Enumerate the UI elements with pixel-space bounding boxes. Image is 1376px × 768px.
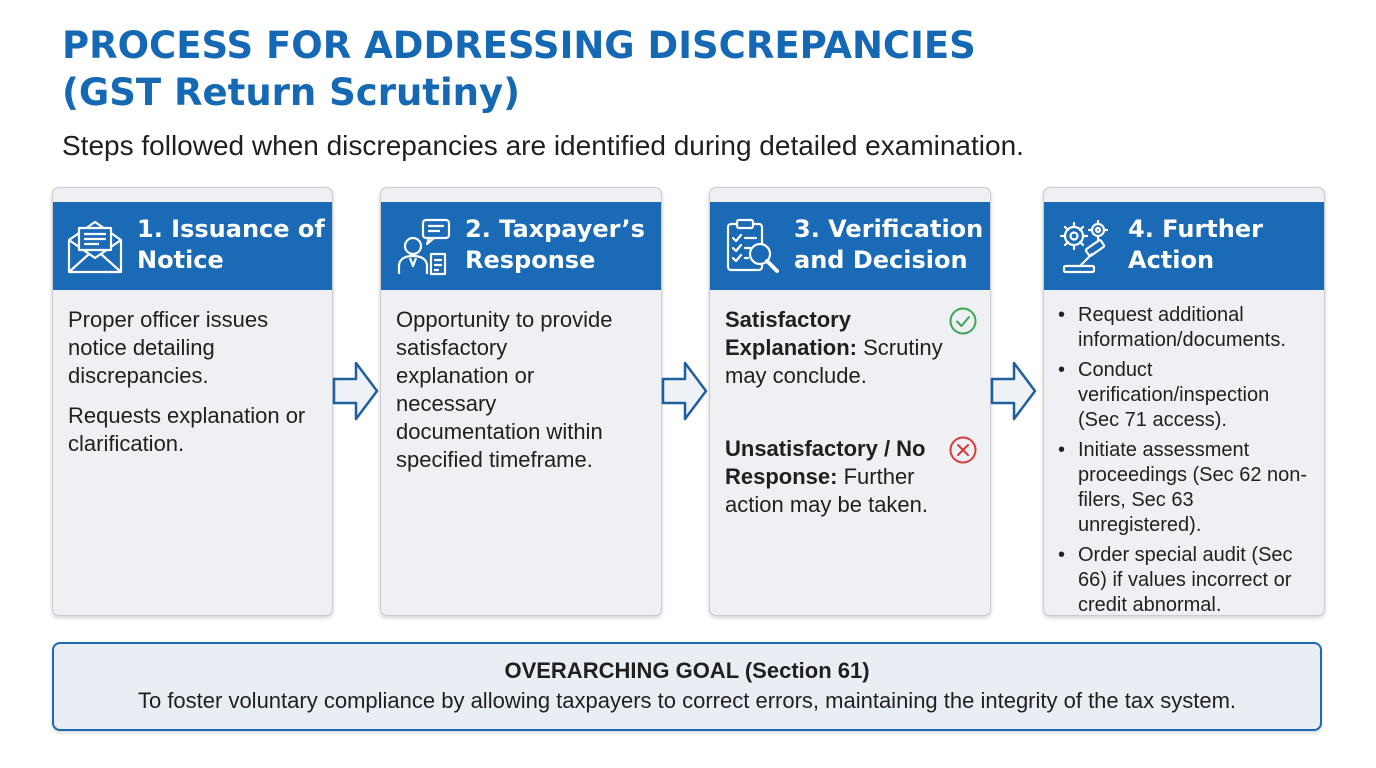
step-title-line: 2. Taxpayer’s bbox=[465, 215, 645, 243]
step-card-header: 2. Taxpayer’s Response bbox=[381, 202, 661, 290]
person-speech-bubble-icon bbox=[397, 218, 451, 276]
text-line: verification/inspection bbox=[1078, 384, 1270, 406]
step-paragraph: Requests explanation or clarification. bbox=[68, 402, 320, 458]
step-title-line: Response bbox=[465, 246, 596, 274]
page-title-line: (GST Return Scrutiny) bbox=[62, 71, 521, 114]
outcome-satisfactory: Satisfactory Explanation: Scrutiny may c… bbox=[725, 306, 978, 390]
text-line: filers, Sec 63 unregistered). bbox=[1078, 489, 1202, 536]
step-card-taxpayer-response: 2. Taxpayer’s Response Opportunity to pr… bbox=[380, 187, 662, 616]
text-line: notice detailing bbox=[68, 335, 215, 360]
outcome-label: Response: bbox=[725, 464, 838, 489]
step-card-further-action: 4. Further Action Request additional inf… bbox=[1043, 187, 1325, 616]
step-title: 3. Verification and Decision bbox=[794, 214, 984, 276]
clipboard-magnifier-icon bbox=[726, 218, 779, 273]
step-body: Proper officer issues notice detailing d… bbox=[68, 306, 320, 470]
step-title: 2. Taxpayer’s Response bbox=[465, 214, 655, 276]
step-body: Opportunity to provide satisfactory expl… bbox=[396, 306, 649, 486]
step-card-header: 1. Issuance of Notice bbox=[53, 202, 332, 290]
overarching-goal-box: OVERARCHING GOAL (Section 61) To foster … bbox=[52, 642, 1322, 731]
text-line: explanation or bbox=[396, 363, 535, 388]
text-line: Order special audit (Sec bbox=[1078, 544, 1293, 566]
text-line: information/documents. bbox=[1078, 329, 1286, 351]
x-circle-icon bbox=[949, 436, 977, 464]
step-title-line: Notice bbox=[137, 246, 224, 274]
outcome-unsatisfactory: Unsatisfactory / No Response: Further ac… bbox=[725, 435, 978, 519]
text-line: Initiate assessment bbox=[1078, 439, 1250, 461]
text-line: Conduct bbox=[1078, 359, 1153, 381]
text-line: Requests explanation or bbox=[68, 403, 306, 428]
text-line: Satisfactory bbox=[725, 306, 978, 334]
list-item: Conduct verification/inspection (Sec 71 … bbox=[1052, 358, 1320, 433]
outcome-text: Scrutiny bbox=[857, 335, 943, 360]
text-line: proceedings (Sec 62 non- bbox=[1078, 464, 1308, 486]
outcome-text: Further bbox=[837, 464, 915, 489]
goal-text: To foster voluntary compliance by allowi… bbox=[137, 688, 1237, 713]
text-line: Request additional bbox=[1078, 304, 1244, 326]
list-item: Order special audit (Sec 66) if values i… bbox=[1052, 543, 1320, 616]
step-title: 1. Issuance of Notice bbox=[137, 214, 327, 276]
text-line: Unsatisfactory / No bbox=[725, 435, 978, 463]
arrow-right-icon bbox=[661, 361, 708, 421]
text-line: Opportunity to provide bbox=[396, 307, 613, 332]
text-line: documentation within bbox=[396, 419, 603, 444]
page-subtitle: Steps followed when discrepancies are id… bbox=[62, 130, 1024, 161]
text-line: necessary bbox=[396, 391, 497, 416]
step-title-line: 4. Further bbox=[1128, 215, 1263, 243]
arrow-right-icon bbox=[990, 361, 1037, 421]
text-line: specified timeframe. bbox=[396, 447, 593, 472]
step-card-issuance-of-notice: 1. Issuance of Notice Proper officer iss… bbox=[52, 187, 333, 616]
text-line: satisfactory bbox=[396, 335, 508, 360]
goal-title: OVERARCHING GOAL (Section 61) bbox=[504, 658, 870, 683]
text-line: 66) if values incorrect or bbox=[1078, 569, 1292, 591]
text-line: Proper officer issues bbox=[68, 307, 269, 332]
step-paragraph: Proper officer issues notice detailing d… bbox=[68, 306, 320, 390]
step-title-line: and Decision bbox=[794, 246, 968, 274]
page-title: PROCESS FOR ADDRESSING DISCREPANCIES (GS… bbox=[62, 22, 976, 116]
list-item: Request additional information/documents… bbox=[1052, 303, 1320, 353]
check-circle-icon bbox=[949, 307, 977, 335]
text-line: credit abnormal. bbox=[1078, 594, 1222, 616]
text-line: discrepancies. bbox=[68, 363, 209, 388]
step-card-verification-decision: 3. Verification and Decision Satisfactor… bbox=[709, 187, 991, 616]
text-line: clarification. bbox=[68, 431, 185, 456]
text-line: (Sec 71 access). bbox=[1078, 409, 1227, 431]
list-item: Initiate assessment proceedings (Sec 62 … bbox=[1052, 438, 1320, 538]
gears-gavel-icon bbox=[1059, 219, 1109, 274]
step-body: Satisfactory Explanation: Scrutiny may c… bbox=[725, 306, 978, 564]
step-title-line: 3. Verification bbox=[794, 215, 984, 243]
outcome-label: Unsatisfactory / No bbox=[725, 436, 926, 461]
outcome-label: Satisfactory bbox=[725, 307, 851, 332]
step-body: Request additional information/documents… bbox=[1052, 303, 1320, 616]
text-line: Explanation: Scrutiny bbox=[725, 334, 978, 362]
outcome-text: may conclude. bbox=[725, 363, 867, 388]
step-title-line: Action bbox=[1128, 246, 1215, 274]
outcome-text: action may be taken. bbox=[725, 492, 929, 517]
step-title: 4. Further Action bbox=[1128, 214, 1318, 276]
action-list: Request additional information/documents… bbox=[1052, 303, 1320, 616]
envelope-notice-icon bbox=[67, 220, 123, 274]
step-paragraph: Opportunity to provide satisfactory expl… bbox=[396, 306, 649, 474]
page-title-line: PROCESS FOR ADDRESSING DISCREPANCIES bbox=[62, 24, 976, 67]
arrow-right-icon bbox=[332, 361, 379, 421]
step-title-line: 1. Issuance of bbox=[137, 215, 325, 243]
text-line: Response: Further bbox=[725, 463, 978, 491]
step-card-header: 3. Verification and Decision bbox=[710, 202, 990, 290]
step-card-header: 4. Further Action bbox=[1044, 202, 1324, 290]
outcome-label: Explanation: bbox=[725, 335, 858, 360]
